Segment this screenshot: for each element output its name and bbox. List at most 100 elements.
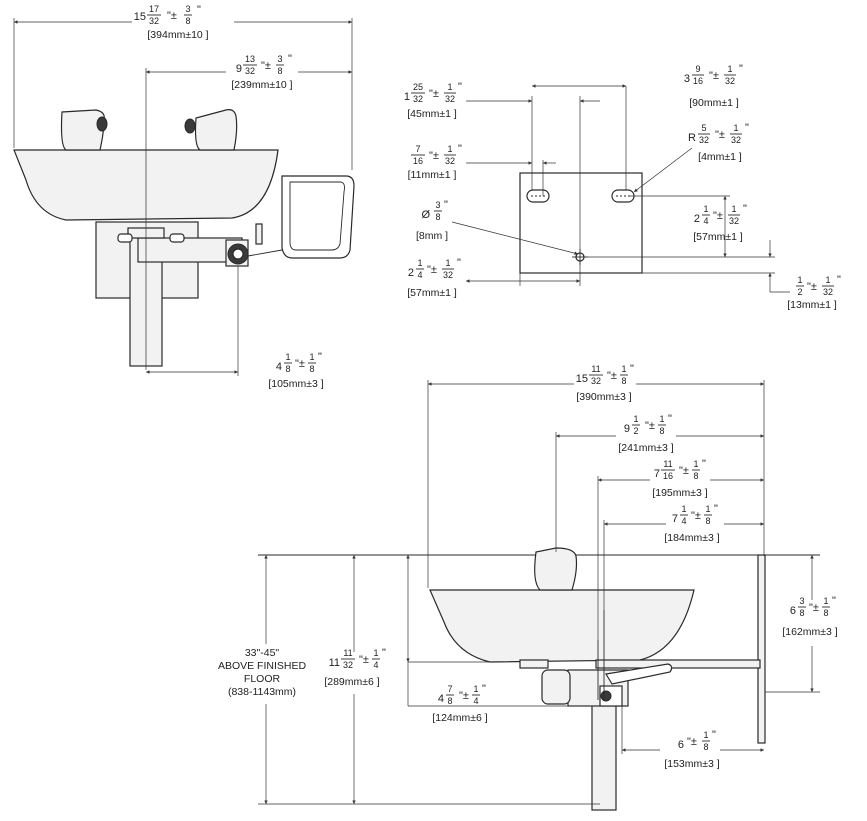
svg-text:": " xyxy=(668,413,672,425)
side-height-right-label: 6 3 8 "± 1 8 " [162mm±3 ] xyxy=(782,595,837,638)
front-right-cap-icon xyxy=(184,118,196,134)
brh-den: 4 xyxy=(703,216,708,226)
ssd-tol-den: 4 xyxy=(473,696,478,706)
s195-tol-num: 1 xyxy=(693,459,698,469)
s184-whole: 7 xyxy=(672,513,678,525)
btl-tol-num: 1 xyxy=(447,82,452,92)
bbo-tol-num: 1 xyxy=(825,275,830,285)
front-left-spray-head-icon xyxy=(60,109,105,151)
side-rear-plate xyxy=(757,554,766,744)
svg-text:"±: "± xyxy=(809,602,819,614)
s184-tol-num: 1 xyxy=(705,504,710,514)
btl-den: 32 xyxy=(413,94,423,104)
bracket-right-height-label: 2 1 4 "± 1 32 " [57mm±1 ] xyxy=(693,203,747,243)
svg-text:"±: "± xyxy=(607,370,617,382)
front-left-cap-icon xyxy=(96,116,108,132)
sb-metric: [153mm±3 ] xyxy=(664,758,719,770)
svg-text:"±: "± xyxy=(359,654,369,666)
btr-whole: 3 xyxy=(684,73,690,85)
s195-metric: [195mm±3 ] xyxy=(652,487,707,499)
front-center-tol-num: 3 xyxy=(277,54,282,64)
svg-text:": " xyxy=(630,363,634,375)
svg-text:"±: "± xyxy=(709,70,719,82)
svg-text:"±: "± xyxy=(261,60,271,72)
front-center-whole: 9 xyxy=(236,63,242,75)
ssd-den: 8 xyxy=(447,696,452,706)
svg-text:"±: "± xyxy=(713,210,723,222)
bbw-tol-num: 1 xyxy=(445,258,450,268)
front-dv-metric: [105mm±3 ] xyxy=(268,378,323,390)
side-elbow xyxy=(541,669,571,705)
front-supply-pipe xyxy=(137,237,243,263)
bbw-whole: 2 xyxy=(408,267,414,279)
front-right-spray-head-icon xyxy=(194,109,238,151)
brh-num: 1 xyxy=(703,204,708,214)
svg-text:": " xyxy=(197,4,201,16)
bbw-metric: [57mm±1 ] xyxy=(407,287,457,299)
bracket-radius-label: R 5 32 "± 1 32 " [4mm±1 ] xyxy=(688,122,749,163)
side-handle-lever xyxy=(605,663,673,685)
front-view: 15 17 32 "± 3 8 " [394mm±10 ] 9 13 32 "±… xyxy=(13,4,355,390)
brh-tol-den: 32 xyxy=(729,216,739,226)
bhole-metric: [8mm ] xyxy=(416,230,448,242)
front-dv-tol-den: 8 xyxy=(309,364,314,374)
s195-whole: 7 xyxy=(654,468,660,480)
svg-text:": " xyxy=(457,257,461,269)
bbw-tol-den: 32 xyxy=(443,270,453,280)
svg-text:": " xyxy=(837,274,841,286)
shr-num: 3 xyxy=(799,596,804,606)
brad-den: 32 xyxy=(699,135,709,145)
brh-metric: [57mm±1 ] xyxy=(693,231,743,243)
brad-tol-num: 1 xyxy=(733,123,738,133)
front-drain-valve-label: 4 1 8 "± 1 8 " [105mm±3 ] xyxy=(268,351,323,390)
sc-tol-den: 8 xyxy=(659,426,664,436)
svg-text:"±: "± xyxy=(691,510,701,522)
bslot-tol-num: 1 xyxy=(447,144,452,154)
bracket-bottom-offset-label: 1 2 "± 1 32 " [13mm±1 ] xyxy=(787,274,841,311)
sc-den: 2 xyxy=(633,426,638,436)
bracket-top-left-label: 1 25 32 "± 1 32 " [45mm±1 ] xyxy=(404,81,462,120)
sd-den: 32 xyxy=(343,660,353,670)
bslot-metric: [11mm±1 ] xyxy=(408,169,457,181)
svg-text:": " xyxy=(745,122,749,134)
btr-num: 9 xyxy=(695,64,700,74)
shr-tol-num: 1 xyxy=(823,596,828,606)
btr-metric: [90mm±1 ] xyxy=(689,97,739,109)
svg-text:"±: "± xyxy=(295,358,305,370)
svg-text:": " xyxy=(318,351,322,363)
btr-tol-den: 32 xyxy=(725,76,735,86)
sov-tol-den: 8 xyxy=(621,376,626,386)
brh-whole: 2 xyxy=(694,213,700,225)
bracket-top-right-label: 3 9 16 "± 1 32 " [90mm±1 ] xyxy=(684,63,743,109)
svg-text:"±: "± xyxy=(715,129,725,141)
sc-whole: 9 xyxy=(624,423,630,435)
svg-text:": " xyxy=(458,81,462,93)
s184-den: 4 xyxy=(681,516,686,526)
side-center-label: 9 1 2 "± 1 8 " [241mm±3 ] xyxy=(618,413,673,454)
shr-whole: 6 xyxy=(790,605,796,617)
bbw-den: 4 xyxy=(417,270,422,280)
ssd-num: 7 xyxy=(447,684,452,694)
bbw-num: 1 xyxy=(417,258,422,268)
btr-den: 16 xyxy=(693,76,703,86)
front-dv-num: 1 xyxy=(285,352,290,362)
side-support-bar xyxy=(595,659,761,669)
ssd-tol-num: 1 xyxy=(473,684,478,694)
sd-tol-den: 4 xyxy=(373,660,378,670)
svg-text:": " xyxy=(702,458,706,470)
bslot-den: 16 xyxy=(413,156,423,166)
sd-metric: [289mm±6 ] xyxy=(324,676,379,688)
front-overall-metric: [394mm±10 ] xyxy=(147,29,208,41)
front-dv-den: 8 xyxy=(285,364,290,374)
side-bowl xyxy=(429,589,695,663)
side-small-depth-label: 4 7 8 "± 1 4 " [124mm±6 ] xyxy=(432,683,487,724)
bracket-slot-label: 7 16 "± 1 32 " [11mm±1 ] xyxy=(408,143,462,181)
side-195-label: 7 11 16 "± 1 8 " [195mm±3 ] xyxy=(652,458,707,499)
side-depth-label: 11 11 32 "± 1 4 " [289mm±6 ] xyxy=(324,647,386,688)
s195-num: 11 xyxy=(663,459,672,469)
sov-tol-num: 1 xyxy=(621,364,626,374)
front-center-num: 13 xyxy=(245,54,255,64)
sb-tol-den: 8 xyxy=(703,742,708,752)
ssd-metric: [124mm±6 ] xyxy=(432,712,487,724)
sc-tol-num: 1 xyxy=(659,414,664,424)
